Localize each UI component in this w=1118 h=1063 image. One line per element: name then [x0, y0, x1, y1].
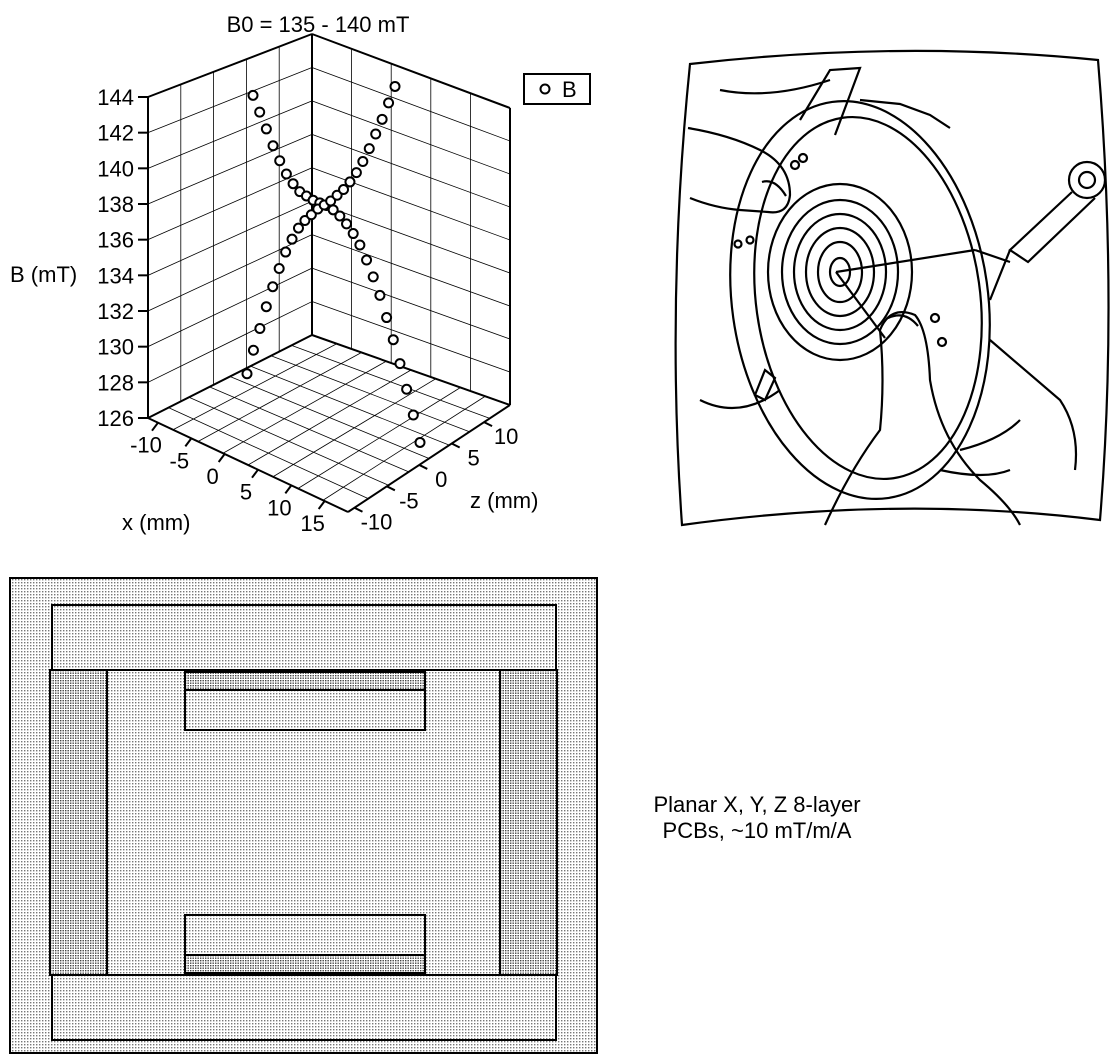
data-point [361, 254, 373, 266]
chart-frame [147, 33, 511, 513]
y-axis-label: B (mT) [10, 262, 77, 287]
data-point [370, 128, 382, 140]
z-tick-mark [451, 442, 461, 449]
top-plate [51, 604, 557, 671]
z-tick-label: 10 [494, 424, 518, 449]
data-point [376, 113, 388, 125]
data-point [357, 156, 369, 168]
data-point [407, 409, 419, 421]
data-point [334, 210, 346, 222]
x-tick-label: 10 [267, 495, 291, 520]
data-point [401, 383, 413, 395]
left-wall [49, 669, 108, 976]
caption-line-1: Planar X, Y, Z 8-layer [653, 792, 860, 817]
data-point [374, 289, 386, 301]
data-point [367, 271, 379, 283]
right-wall [499, 669, 558, 976]
data-point [389, 80, 401, 92]
data-point [254, 322, 266, 334]
lower-pcb [184, 914, 426, 956]
y-tick-label: 132 [97, 299, 134, 324]
data-point [267, 281, 279, 293]
data-point [241, 368, 253, 380]
data-point [260, 123, 272, 135]
legend-label: B [562, 77, 577, 102]
data-point [387, 334, 399, 346]
upper-pcb [184, 689, 426, 731]
data-point [247, 344, 259, 356]
x-tick-mark [184, 437, 193, 447]
data-point [280, 168, 292, 180]
x-tick-label: 5 [240, 480, 252, 505]
data-point [363, 143, 375, 155]
data-point [260, 301, 272, 313]
z-tick-label: 0 [435, 467, 447, 492]
y-tick-label: 136 [97, 228, 134, 253]
z-tick-label: -10 [361, 510, 393, 535]
y-tick-label: 128 [97, 370, 134, 395]
y-tick-label: 134 [97, 263, 134, 288]
data-point [287, 178, 299, 190]
data-point [354, 239, 366, 251]
data-point [341, 218, 353, 230]
lower-pcb-bottom [184, 954, 426, 974]
x-tick-mark [151, 422, 159, 432]
data-point [350, 167, 362, 179]
chart-grid [147, 33, 511, 501]
z-tick-mark [418, 464, 428, 470]
x-tick-label: 15 [300, 511, 324, 536]
x-tick-mark [284, 484, 293, 494]
z-axis-label: z (mm) [470, 488, 538, 513]
data-point [286, 233, 298, 245]
x-tick-label: 0 [207, 464, 219, 489]
data-point [273, 262, 285, 274]
x-tick-mark [251, 469, 259, 479]
data-point [247, 89, 259, 101]
data-point [344, 176, 356, 188]
chart-title: B0 = 135 - 140 mT [227, 12, 410, 37]
x-tick-label: -10 [130, 433, 162, 458]
data-point [280, 246, 292, 258]
data-point [254, 106, 266, 118]
data-point [347, 228, 359, 240]
caption: Planar X, Y, Z 8-layer PCBs, ~10 mT/m/A [653, 792, 860, 843]
y-tick-label: 138 [97, 192, 134, 217]
z-axis-ticks: -10-5 05 10 [354, 421, 518, 535]
data-point [383, 97, 395, 109]
data-point [292, 222, 304, 234]
y-tick-label: 130 [97, 335, 134, 360]
z-tick-mark [483, 421, 493, 428]
y-tick-label: 144 [97, 85, 134, 110]
bottom-plate [51, 974, 557, 1041]
pcb-cross-section [9, 577, 598, 1054]
x-tick-label: -5 [170, 448, 190, 473]
y-tick-label: 142 [97, 121, 134, 146]
data-point [394, 358, 406, 370]
data-points [241, 80, 426, 448]
caption-line-2: PCBs, ~10 mT/m/A [663, 818, 852, 843]
y-tick-label: 126 [97, 406, 134, 431]
hand-holding-coil-drawing [674, 49, 1110, 527]
data-point [267, 140, 279, 152]
legend: B [523, 73, 591, 105]
x-tick-mark [217, 453, 226, 463]
x-tick-mark [317, 500, 326, 510]
data-point [414, 436, 426, 448]
data-point [338, 183, 350, 195]
z-tick-mark [386, 485, 396, 492]
data-point [381, 312, 393, 324]
scatter-chart: B0 = 135 - 140 mT 1441421401381361341321… [10, 12, 591, 536]
upper-pcb-top [184, 671, 426, 691]
z-tick-label: -5 [399, 488, 419, 513]
legend-marker [539, 83, 551, 95]
data-point [274, 155, 286, 167]
x-axis-label: x (mm) [122, 510, 190, 535]
y-tick-label: 140 [97, 156, 134, 181]
y-axis-ticks: 144 142 140 138 136 134 132 130 128 126 [97, 85, 148, 431]
z-tick-mark [354, 506, 363, 513]
z-tick-label: 5 [468, 446, 480, 471]
x-axis-ticks: -10 -5 05 10 15 [130, 422, 326, 536]
